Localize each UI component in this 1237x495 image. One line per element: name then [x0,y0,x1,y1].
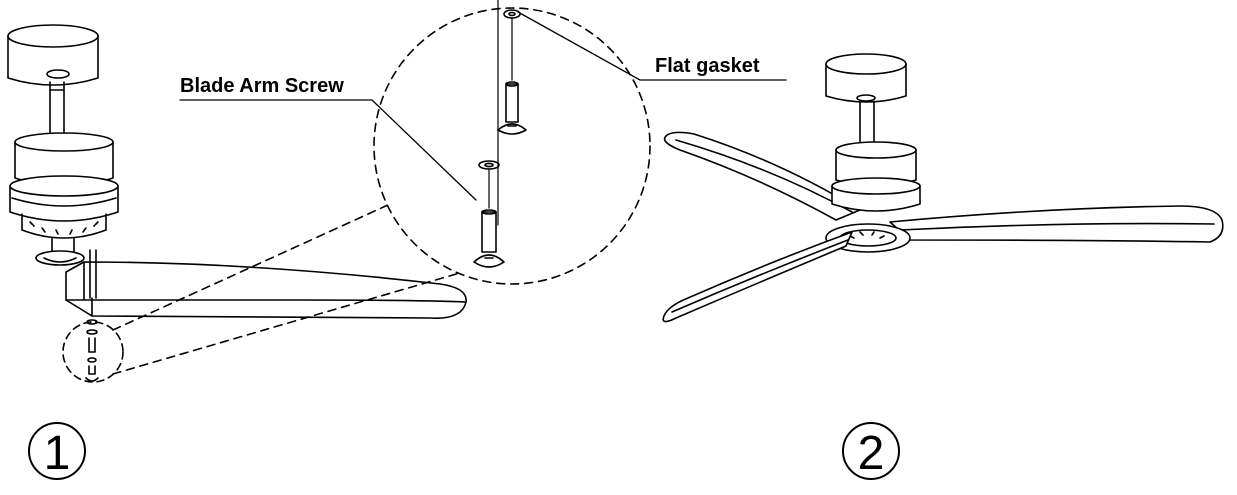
motor-housing [9,132,119,239]
ceiling-canopy [7,24,99,86]
callout-flat-gasket: Flat gasket [517,11,787,81]
motor-housing-2 [831,141,921,212]
fan-blade-right [889,205,1224,243]
flat-gasket-label: Flat gasket [655,55,760,77]
fan-blade-front [662,231,853,323]
detail-marker-circle [62,321,124,383]
bottom-cap [35,237,85,266]
step-1-marker: 1 [28,422,86,480]
detail-circle [373,7,651,285]
down-rod [46,69,70,137]
step-2-number: 2 [858,427,885,480]
fan-blade [65,261,467,319]
blade-arm-screw-upper [497,81,527,135]
down-rod-2 [856,94,876,143]
fan-assembly-step-1 [7,24,467,383]
blade-arm-screw-lower [473,209,505,268]
magnified-detail [373,0,651,285]
magnify-leader-lines [112,204,471,375]
blade-arm-screw-label: Blade Arm Screw [180,75,344,97]
ceiling-canopy-2 [825,53,907,103]
fan-assembly-step-2 [662,53,1224,323]
step-1-number: 1 [44,427,71,480]
fan-blade-left [663,131,861,221]
step-2-marker: 2 [842,422,900,480]
callout-blade-arm-screw: Blade Arm Screw [179,75,477,201]
